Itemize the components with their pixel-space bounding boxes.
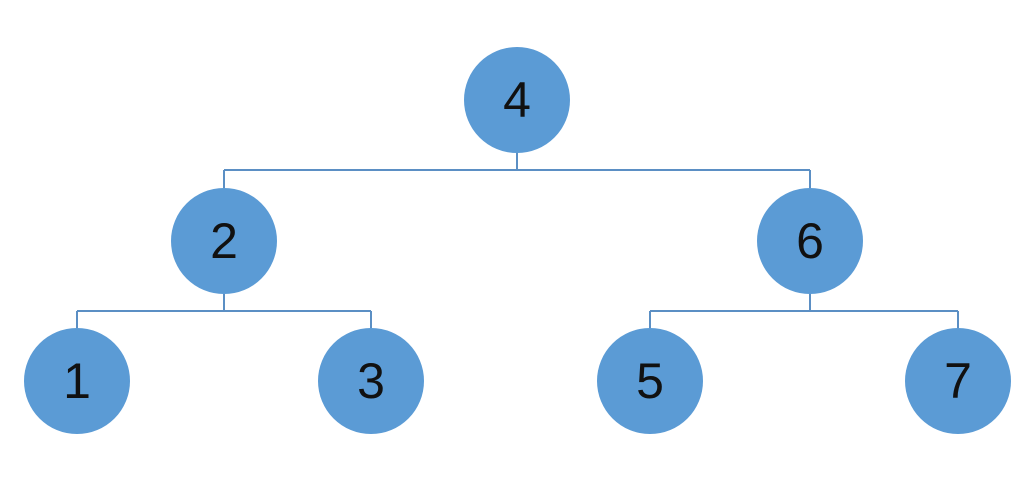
node-label: 4 — [503, 72, 531, 128]
node-label: 5 — [636, 353, 664, 409]
node-circle — [597, 328, 703, 434]
node-circle — [318, 328, 424, 434]
tree-node-right: 6 — [757, 188, 863, 294]
node-label: 2 — [210, 213, 238, 269]
tree-node-right-left: 5 — [597, 328, 703, 434]
node-label: 3 — [357, 353, 385, 409]
node-circle — [171, 188, 277, 294]
connector-2-to-children — [76, 294, 372, 328]
node-label: 6 — [796, 213, 824, 269]
node-circle — [757, 188, 863, 294]
node-label: 7 — [944, 353, 972, 409]
node-circle — [24, 328, 130, 434]
node-label: 1 — [63, 353, 91, 409]
tree-node-left: 2 — [171, 188, 277, 294]
tree-node-left-left: 1 — [24, 328, 130, 434]
node-circle — [905, 328, 1011, 434]
tree-node-left-right: 3 — [318, 328, 424, 434]
node-circle — [464, 47, 570, 153]
tree-node-root: 4 — [464, 47, 570, 153]
connector-6-to-children — [649, 294, 959, 328]
connectors — [76, 152, 959, 328]
tree-node-right-right: 7 — [905, 328, 1011, 434]
connector-4-to-children — [223, 152, 811, 188]
